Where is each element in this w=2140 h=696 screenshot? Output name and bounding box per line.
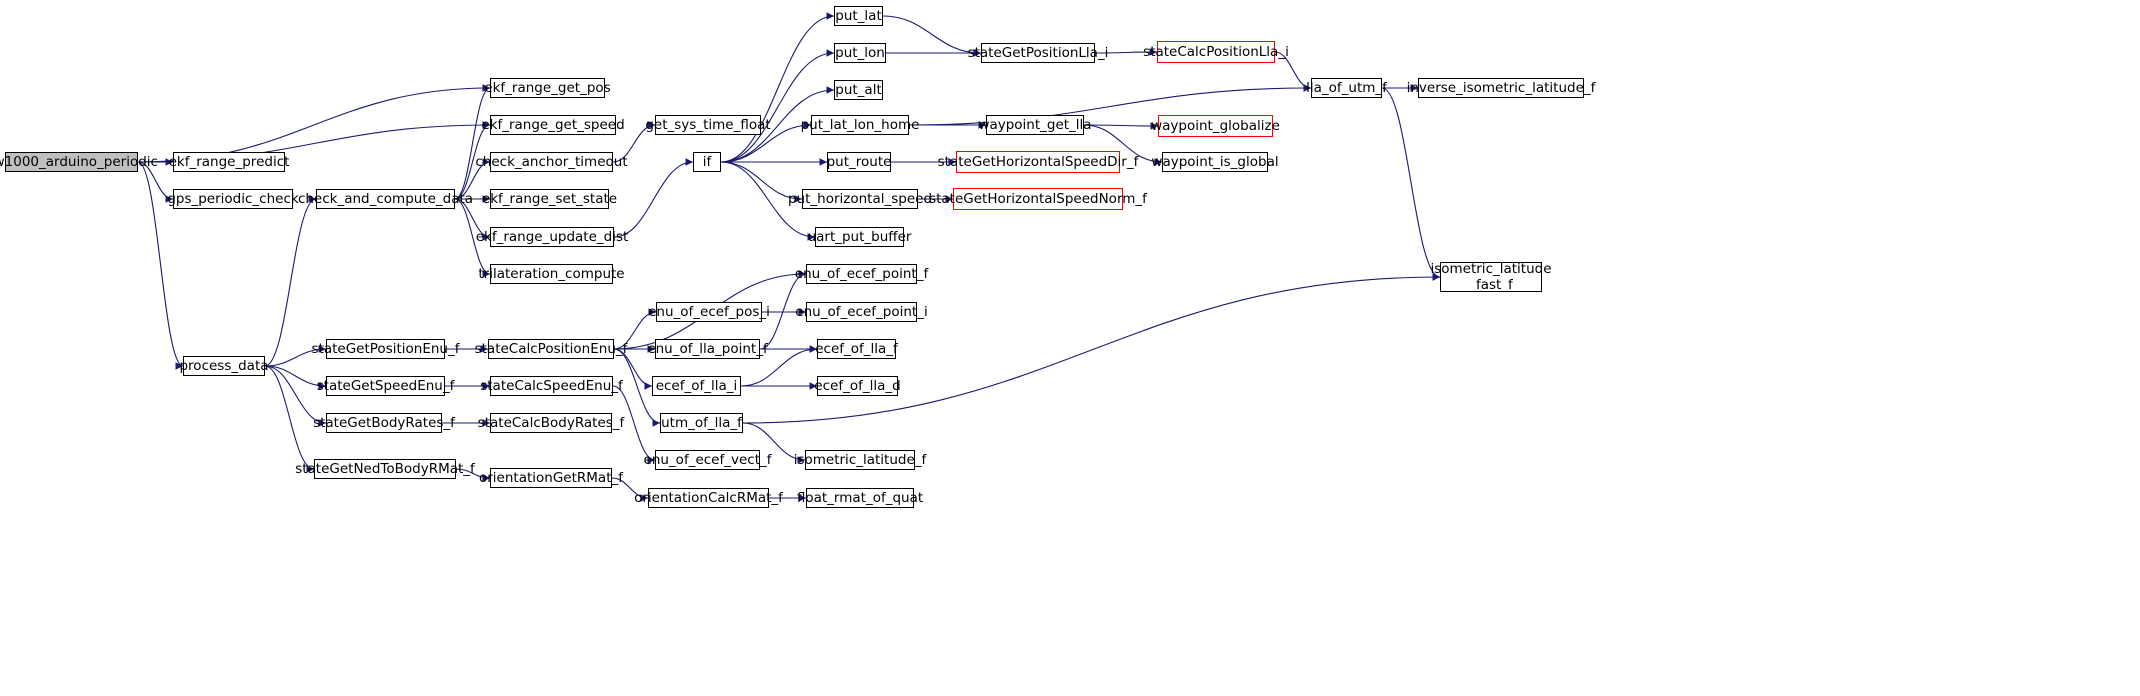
edge-dw1000-to-process [137, 161, 184, 370]
node-gps-periodic-check[interactable]: gps_periodic_check [167, 189, 299, 209]
edge-process-to-sgs_enu [264, 365, 327, 390]
node-enu-of-ecef-point-i[interactable]: enu_of_ecef_point_i [795, 302, 928, 322]
node-state-get-position-enu-f[interactable]: stateGetPositionEnu_f [311, 339, 460, 359]
edge-utm_lla_f-to-iso_lat [742, 422, 806, 464]
node-orientation-calc-rmat-f[interactable]: orientationCalcRMat_f [634, 488, 783, 508]
edge-scp_enu-to-utm_lla_f [613, 348, 661, 427]
edge-process-to-check_compute [264, 195, 317, 367]
node-ecef-of-lla-d[interactable]: ecef_of_lla_d [814, 376, 901, 396]
node-put-lat-lon-home[interactable]: put_lat_lon_home [800, 115, 920, 135]
edge-check_compute-to-ekf_pos [454, 84, 491, 200]
node-state-calc-body-rates-f[interactable]: stateCalcBodyRates_f [477, 413, 625, 433]
node-check-and-compute-data[interactable]: check_and_compute_data [297, 189, 474, 209]
edge-check_compute-to-ekf_update [454, 198, 491, 241]
node-check-anchor-timeout[interactable]: check_anchor_timeout [475, 152, 628, 172]
node-dw1000-arduino-periodic[interactable]: dw1000_arduino_periodic [0, 152, 158, 172]
node-state-get-horizontal-speed-norm-f[interactable]: stateGetHorizontalSpeedNorm_f [929, 188, 1147, 210]
node-put-horizontal-speed[interactable]: put_horizontal_speed [787, 189, 933, 209]
edge-lla_utm-to-iso_fast [1381, 87, 1441, 281]
edge-anchor_timeout-to-sys_time [612, 121, 656, 163]
edge-process-to-sgbr [264, 365, 327, 427]
edge-if_node-to-put_alt [720, 86, 835, 163]
edge-dw1000-to-gps_check [137, 161, 174, 203]
edge-ekf_update-to-if_node [613, 158, 694, 238]
node-uart-put-buffer[interactable]: uart_put_buffer [807, 227, 912, 247]
node-state-get-speed-enu-f[interactable]: stateGetSpeedEnu_f [316, 376, 455, 396]
edge-ogr-to-ocr [611, 477, 649, 502]
edge-check_compute-to-ekf_speed [454, 121, 491, 200]
node-put-lon[interactable]: put_lon [834, 43, 886, 63]
node-put-alt[interactable]: put_alt [834, 80, 883, 100]
edge-scp_enu-to-enu_ecef_pos_i [613, 308, 657, 350]
edge-wp_get_lla-to-wp_is_global [1083, 124, 1163, 166]
node-enu-of-lla-point-f[interactable]: enu_of_lla_point_f [647, 339, 768, 359]
node-utm-of-lla-f[interactable]: utm_of_lla_f [660, 413, 743, 433]
edge-put_home-to-lla_utm [908, 84, 1312, 126]
node-state-calc-position-lla-i[interactable]: stateCalcPositionLla_i [1143, 41, 1289, 63]
edge-enu_lla_pt_f-to-enu_ecef_pt_f [759, 270, 807, 350]
node-waypoint-is-global[interactable]: waypoint_is_global [1151, 152, 1279, 172]
edge-put_lat-to-sgp_lla_i [882, 15, 982, 57]
node-lla-of-utm-f[interactable]: lla_of_utm_f [1306, 78, 1387, 98]
node-state-get-body-rates-f[interactable]: stateGetBodyRates_f [313, 413, 455, 433]
node-ekf-range-update-dist[interactable]: ekf_range_update_dist [475, 227, 629, 247]
node-inverse-isometric-latitude-f[interactable]: inverse_isometric_latitude_f [1406, 78, 1596, 98]
edge-process-to-sgp_enu [264, 345, 327, 367]
node-enu-of-ecef-point-f[interactable]: enu_of_ecef_point_f [794, 264, 929, 284]
node-ecef-of-lla-f[interactable]: ecef_of_lla_f [815, 339, 898, 359]
edge-ecef_lla_i-to-ecef_lla_f [740, 345, 818, 387]
edge-utm_lla_f-to-iso_fast [742, 273, 1441, 424]
node-if[interactable]: if [693, 152, 721, 172]
node-orientation-get-rmat-f[interactable]: orientationGetRMat_f [479, 468, 624, 488]
edge-sgp_lla_i-to-scp_lla_i [1094, 48, 1158, 56]
node-ekf-range-predict[interactable]: ekf_range_predict [168, 152, 290, 172]
node-ecef-of-lla-i[interactable]: ecef_of_lla_i [652, 376, 741, 396]
edge-scs_enu-to-enu_ecef_vect [612, 385, 656, 464]
node-process-data[interactable]: process_data [179, 356, 269, 376]
edge-check_compute-to-anchor_timeout [454, 158, 491, 200]
node-ekf-range-get-pos[interactable]: ekf_range_get_pos [484, 78, 611, 98]
node-state-calc-position-enu-f[interactable]: stateCalcPositionEnu_f [474, 339, 628, 359]
node-put-route[interactable]: put_route [826, 152, 892, 172]
edge-if_node-to-put_lat [720, 12, 835, 163]
node-isometric-latitude-fast-f[interactable]: isometric_latitude _fast_f [1430, 261, 1552, 293]
node-waypoint-globalize[interactable]: waypoint_globalize [1151, 115, 1280, 137]
edge-if_node-to-put_home [720, 121, 812, 163]
node-state-calc-speed-enu-f[interactable]: stateCalcSpeedEnu_f [480, 376, 623, 396]
edge-dw1000-to-ekf_pos [137, 84, 491, 163]
node-state-get-horizontal-speed-dir-f[interactable]: stateGetHorizontalSpeedDir_f [938, 151, 1138, 173]
edge-sgned-to-ogr [455, 468, 491, 482]
node-get-sys-time-float[interactable]: get_sys_time_float [645, 115, 771, 135]
edge-wp_get_lla-to-wp_globalize [1083, 122, 1159, 130]
node-enu-of-ecef-vect-f[interactable]: enu_of_ecef_vect_f [643, 450, 772, 470]
node-ekf-range-set-state[interactable]: ekf_range_set_state [481, 189, 618, 209]
node-waypoint-get-lla[interactable]: waypoint_get_lla [978, 115, 1092, 135]
node-put-lat[interactable]: put_lat [834, 6, 883, 26]
edge-if_node-to-uart [720, 161, 816, 241]
edge-check_compute-to-trilat [454, 198, 491, 278]
node-float-rmat-of-quat[interactable]: float_rmat_of_quat [796, 488, 924, 508]
node-state-get-ned-to-body-rmat-f[interactable]: stateGetNedToBodyRMat_f [295, 459, 475, 479]
node-trilateration-compute[interactable]: trilateration_compute [478, 264, 625, 284]
node-enu-of-ecef-pos-i[interactable]: enu_of_ecef_pos_i [648, 302, 770, 322]
node-isometric-latitude-f[interactable]: isometric_latitude_f [793, 450, 927, 470]
edge-process-to-sgned [264, 365, 315, 473]
edge-if_node-to-put_lon [720, 49, 835, 163]
node-ekf-range-get-speed[interactable]: ekf_range_get_speed [481, 115, 625, 135]
node-state-get-position-lla-i[interactable]: stateGetPositionLla_i [967, 43, 1109, 63]
